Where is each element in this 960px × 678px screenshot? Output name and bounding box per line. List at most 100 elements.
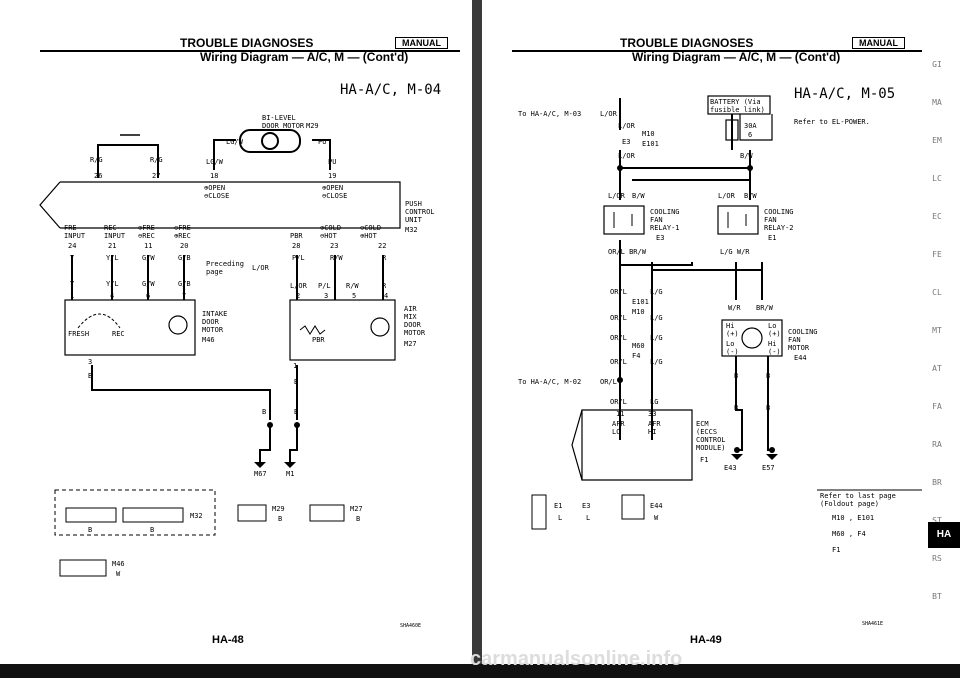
intake-door-motor-label: INTAKE DOOR MOTOR (202, 310, 228, 334)
connector-m46-w: W (116, 570, 121, 578)
intake-motor-connector: M46 (202, 336, 215, 344)
wire-r-2: R (382, 282, 387, 290)
ground-e43: E43 (724, 464, 737, 472)
wire-lg-2: L/G (650, 314, 663, 322)
connector-b-1: B (88, 526, 93, 534)
battery-label: BATTERY (Via fusible link) (710, 98, 765, 114)
to-ha-m03: To HA-A/C, M-03 (518, 110, 582, 118)
bilevel-connector: M29 (306, 122, 319, 130)
wire-wr: W/R (728, 304, 741, 312)
pin-1b: 1 (293, 362, 298, 370)
right-page-number: HA-49 (690, 634, 722, 646)
right-header-badge: MANUAL (852, 37, 905, 49)
section-tab-ha[interactable]: HA (928, 522, 960, 548)
push-control-unit-label: PUSH CONTROL UNIT (405, 200, 435, 224)
connector-m29: M29 (272, 505, 285, 513)
cold-hot-2-label: ⊖COLD ⊕HOT (360, 224, 382, 240)
wire-yl-1: Y/L (106, 254, 119, 262)
wire-pu-top: PU (318, 138, 327, 146)
ground-m1: M1 (286, 470, 295, 478)
pin-33: 33 (648, 410, 657, 418)
wire-lg-6: LG (650, 398, 659, 406)
to-ha-m02: To HA-A/C, M-02 (518, 378, 582, 386)
open-close-left: ⊕OPEN ⊖CLOSE (204, 184, 230, 200)
wire-gw-2: G/W (142, 280, 155, 288)
cooling-fan-relay-1: COOLING FAN RELAY-1 (650, 208, 680, 232)
left-header-title: TROUBLE DIAGNOSES (180, 36, 314, 50)
pin-28: 28 (292, 242, 301, 250)
wire-b-2: B (294, 378, 299, 386)
connector-m60: M60 (632, 342, 645, 350)
wire-b-4: B (294, 408, 299, 416)
connector-m32: M32 (190, 512, 203, 520)
fre-rec-1-label: ⊕FRE ⊖REC (138, 224, 155, 240)
lo-minus-label: Lo (-) (726, 340, 739, 356)
wire-orl-1: OR/L (610, 288, 627, 296)
wire-b-6: B (766, 372, 771, 380)
wire-rg-left: R/G (90, 156, 103, 164)
left-header-badge: MANUAL (395, 37, 448, 49)
edge-mark: EM (932, 136, 942, 145)
wire-orl-2: OR/L (610, 314, 627, 322)
wire-lor-2: L/OR (290, 282, 307, 290)
refer-list-3: F1 (832, 546, 841, 554)
wire-lor-a: L/OR (618, 122, 635, 130)
pin-22: 22 (378, 242, 387, 250)
wire-orl-6: OR/L (610, 398, 627, 406)
wire-b-1: B (88, 372, 93, 380)
wire-pl-1: P/L (292, 254, 305, 262)
right-manual-page: TROUBLE DIAGNOSES MANUAL Wiring Diagram … (482, 0, 960, 678)
refer-last-page: Refer to last page (Foldout page) (820, 492, 896, 508)
afr-hi-label: AFR HI (648, 420, 661, 436)
left-manual-page: TROUBLE DIAGNOSES MANUAL Wiring Diagram … (0, 0, 472, 678)
relay-2-connector: E1 (768, 234, 777, 242)
wire-lor-d: L/OR (718, 192, 735, 200)
wire-bw-top: B/W (740, 152, 753, 160)
connector-m29-b: B (278, 515, 283, 523)
wire-y-2: Y (70, 280, 75, 288)
wire-lor-c: L/OR (608, 192, 625, 200)
cooling-fan-relay-2: COOLING FAN RELAY-2 (764, 208, 794, 232)
wire-b-7: B (734, 404, 739, 412)
watermark: carmanualsonline.info (470, 648, 683, 670)
cold-hot-1-label: ⊕COLD ⊖HOT (320, 224, 342, 240)
ground-m67: M67 (254, 470, 267, 478)
wire-lor-arrow: L/OR (252, 264, 269, 272)
bottom-connector-w: W (654, 514, 659, 522)
connector-m10: M10 (642, 130, 655, 138)
wire-lg-1: L/G (650, 288, 663, 296)
pbr-2-label: PBR (312, 336, 325, 344)
pin-21: 21 (108, 242, 117, 250)
connector-e3: E3 (622, 138, 631, 146)
fuse-number: 6 (748, 131, 753, 139)
bottom-connector-e3: E3 (582, 502, 591, 510)
pin-27: 27 (152, 172, 161, 180)
connector-b-2: B (150, 526, 155, 534)
wire-lgw-top: LG/W (226, 138, 243, 146)
bottom-connector-l2: L (586, 514, 591, 522)
edge-mark: EC (932, 212, 942, 221)
pin-24: 24 (68, 242, 77, 250)
pin-11: 11 (144, 242, 153, 250)
edge-mark: AT (932, 364, 942, 373)
afr-lo-label: AFR LO (612, 420, 625, 436)
wire-b-5: B (734, 372, 739, 380)
right-header-rule (512, 50, 922, 52)
wire-rw-1: R/W (330, 254, 343, 262)
edge-mark: FE (932, 250, 942, 259)
left-subtitle: Wiring Diagram — A/C, M — (Cont'd) (200, 50, 409, 64)
wire-pu-mid: PU (328, 158, 337, 166)
left-wiring-diagram (39, 129, 401, 577)
push-control-connector: M32 (405, 226, 418, 234)
section-edge-index: GI MA EM LC EC FE CL MT AT FA RA BR ST R… (922, 60, 952, 630)
connector-m10-b: M10 (632, 308, 645, 316)
fre-input-label: FRE INPUT (64, 224, 86, 240)
bilevel-motor-label: BI-LEVEL DOOR MOTOR (262, 114, 305, 130)
edge-mark: RS (932, 554, 942, 563)
pin-1: 1 (70, 292, 75, 300)
refer-list-1: M10 , E101 (832, 514, 875, 522)
left-figure-code: SHA460E (400, 623, 422, 629)
wire-rw-2: R/W (346, 282, 359, 290)
edge-mark: BR (932, 478, 942, 487)
connector-e101-b: E101 (632, 298, 649, 306)
